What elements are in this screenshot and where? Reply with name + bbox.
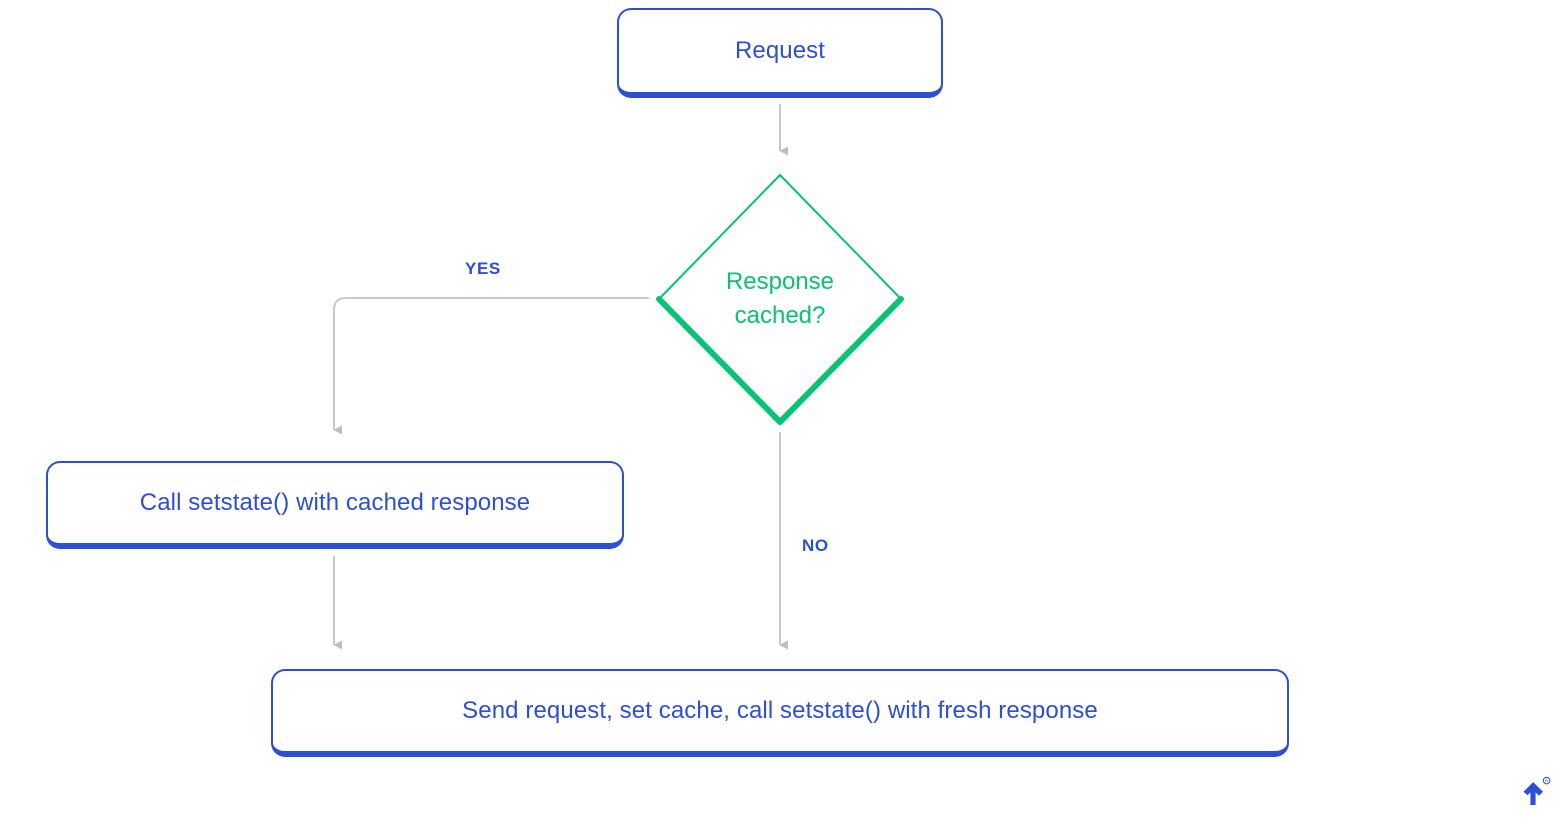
node-cached-resp-label: Call setstate() with cached response (139, 489, 531, 516)
toptal-logo-icon: R (1523, 776, 1551, 805)
edge-decision-to-cached (333, 297, 649, 435)
node-call-setstate-cached[interactable]: Call setstate() with cached response (46, 461, 624, 549)
node-send-request-set-cache[interactable]: Send request, set cache, call setstate()… (271, 669, 1289, 757)
svg-text:R: R (1545, 779, 1548, 784)
diamond-shape (656, 174, 904, 425)
node-request-label: Request (734, 37, 826, 64)
node-request[interactable]: Request (617, 8, 943, 98)
edge-label-yes: YES (465, 259, 501, 278)
node-decision-response-cached[interactable]: Response cached? (655, 172, 905, 426)
node-fresh-resp-label: Send request, set cache, call setstate()… (462, 697, 1098, 724)
edge-label-no: NO (802, 536, 829, 555)
